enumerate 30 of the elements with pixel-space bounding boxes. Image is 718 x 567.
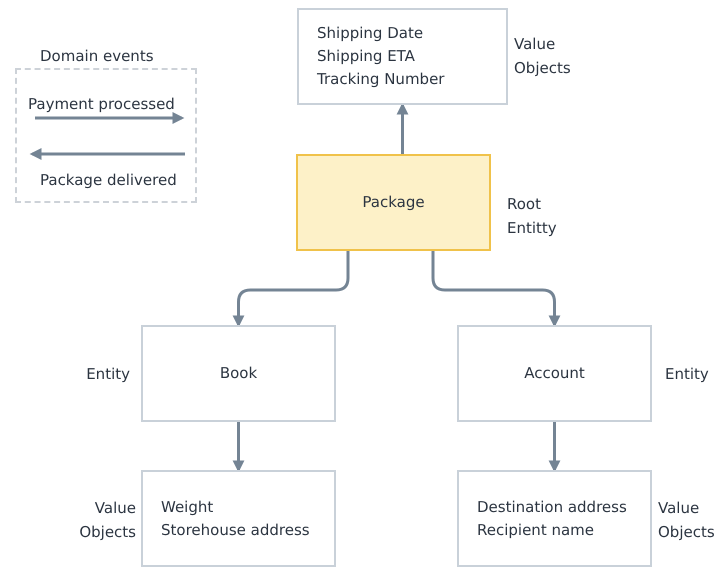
arrow [432, 251, 560, 328]
node-caption: Value Objects [658, 498, 716, 543]
entity-box [457, 325, 652, 422]
entity-box [297, 8, 508, 105]
entity-box [141, 470, 336, 567]
arrow [396, 102, 408, 154]
node-caption: Entity [85, 364, 130, 385]
arrow [548, 422, 560, 472]
node-caption: Root Entitty [507, 194, 558, 239]
node-text: Weight [161, 496, 214, 518]
arrow [232, 251, 350, 328]
node-text: Destination address [477, 496, 627, 518]
legend-text: Payment processed [28, 95, 175, 113]
legend-text: Package delivered [40, 171, 177, 189]
node-caption: Value Objects [514, 34, 572, 79]
node-text: Shipping ETA [317, 46, 415, 67]
node-caption: Entity [665, 364, 710, 385]
node-text: Shipping Date [317, 23, 424, 44]
root-entity-box [296, 154, 491, 251]
entity-box [457, 470, 652, 567]
node-text: Storehouse address [161, 520, 310, 540]
node-text: Book [220, 363, 258, 384]
node-text: Package [362, 192, 425, 213]
arrow [232, 422, 244, 472]
node-text: Recipient name [477, 520, 594, 540]
legend-title: Domain events [40, 47, 154, 65]
node-caption: Value Objects [78, 498, 136, 543]
entity-box [141, 325, 336, 422]
node-text: Account [524, 363, 585, 384]
node-text: Tracking Number [317, 69, 444, 90]
